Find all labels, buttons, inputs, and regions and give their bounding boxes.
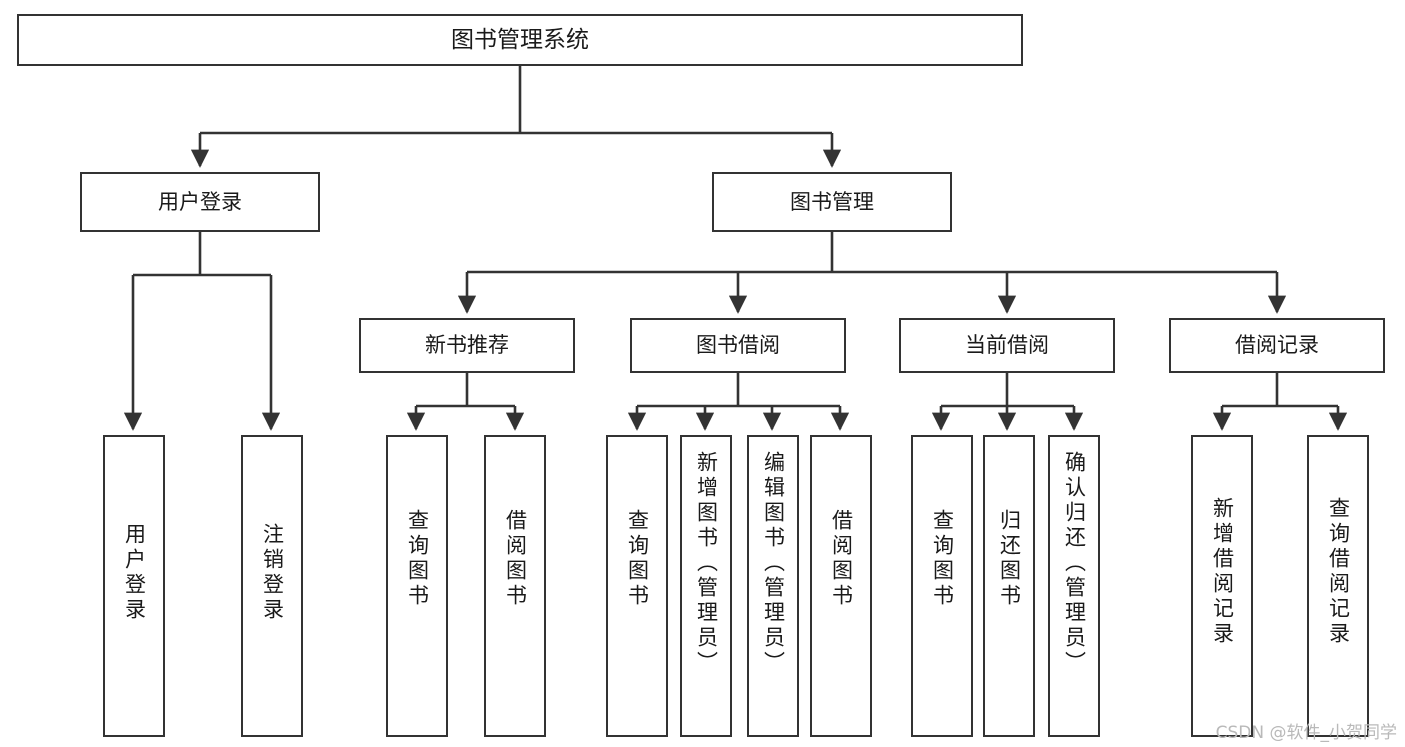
node-label: 注销登录 (260, 523, 285, 623)
node-label: 归还图书 (997, 509, 1022, 609)
node-new-book-recommend[interactable]: 新书推荐 (359, 318, 575, 373)
leaf-confirm-return-admin[interactable]: 确认归还（管理员） (1048, 435, 1100, 737)
node-label: 查询图书 (625, 509, 650, 609)
node-root-system[interactable]: 图书管理系统 (17, 14, 1023, 66)
node-label: 借阅图书 (503, 509, 528, 609)
node-label: 当前借阅 (965, 333, 1049, 358)
node-label: 查询图书 (930, 509, 955, 609)
leaf-logout[interactable]: 注销登录 (241, 435, 303, 737)
leaf-query-borrow-record[interactable]: 查询借阅记录 (1307, 435, 1369, 737)
node-label: 确认归还（管理员） (1062, 451, 1087, 676)
node-label: 图书借阅 (696, 333, 780, 358)
leaf-borrow-book[interactable]: 借阅图书 (810, 435, 872, 737)
node-label: 用户登录 (122, 523, 147, 623)
leaf-add-borrow-record[interactable]: 新增借阅记录 (1191, 435, 1253, 737)
leaf-edit-book-admin[interactable]: 编辑图书（管理员） (747, 435, 799, 737)
node-label: 图书管理 (790, 189, 874, 214)
node-label: 新书推荐 (425, 333, 509, 358)
leaf-query-book-recommend[interactable]: 查询图书 (386, 435, 448, 737)
leaf-borrow-book-recommend[interactable]: 借阅图书 (484, 435, 546, 737)
node-book-borrow[interactable]: 图书借阅 (630, 318, 846, 373)
node-label: 用户登录 (158, 189, 242, 214)
node-label: 编辑图书（管理员） (761, 451, 786, 676)
leaf-add-book-admin[interactable]: 新增图书（管理员） (680, 435, 732, 737)
node-current-borrow[interactable]: 当前借阅 (899, 318, 1115, 373)
node-label: 借阅记录 (1235, 333, 1319, 358)
node-user-login[interactable]: 用户登录 (80, 172, 320, 232)
leaf-user-login[interactable]: 用户登录 (103, 435, 165, 737)
leaf-query-book-borrow[interactable]: 查询图书 (606, 435, 668, 737)
node-label: 借阅图书 (829, 509, 854, 609)
leaf-return-book[interactable]: 归还图书 (983, 435, 1035, 737)
node-label: 查询借阅记录 (1326, 497, 1351, 647)
node-label: 图书管理系统 (451, 26, 589, 53)
node-borrow-record[interactable]: 借阅记录 (1169, 318, 1385, 373)
watermark-text: CSDN @软件_小贺同学 (1215, 723, 1397, 743)
node-label: 新增图书（管理员） (694, 451, 719, 676)
node-label: 查询图书 (405, 509, 430, 609)
node-label: 新增借阅记录 (1210, 497, 1235, 647)
leaf-query-book-current[interactable]: 查询图书 (911, 435, 973, 737)
node-book-management[interactable]: 图书管理 (712, 172, 952, 232)
